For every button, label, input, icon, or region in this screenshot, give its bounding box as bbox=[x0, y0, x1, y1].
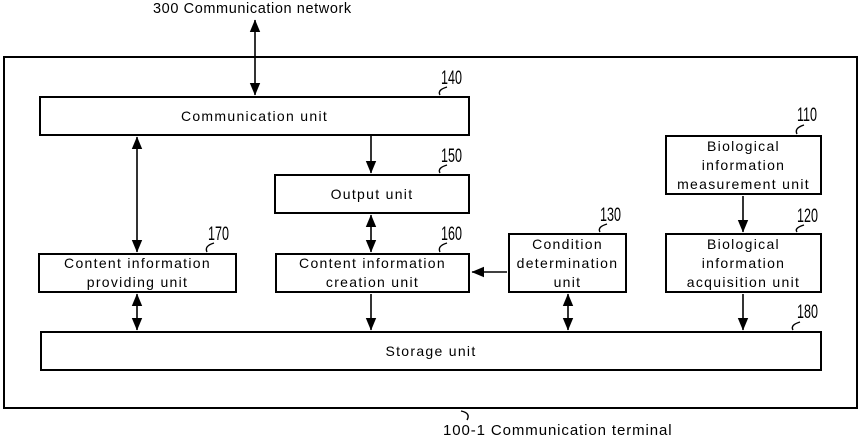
storage-unit-ref-number: 180 bbox=[797, 302, 818, 323]
content-information-providing-unit-box: Content information providing unit bbox=[38, 253, 237, 293]
biological-information-acquisition-unit-ref-number: 120 bbox=[797, 206, 818, 227]
content-information-creation-unit-label: Content information creation unit bbox=[299, 255, 446, 290]
condition-determination-unit-box: Condition determination unit bbox=[508, 233, 627, 293]
communication-unit-box: Communication unit bbox=[39, 96, 470, 136]
condition-determination-unit-label: Condition determination unit bbox=[516, 235, 619, 290]
biological-information-acquisition-unit-label: Biological information acquisition unit bbox=[686, 235, 801, 290]
leader-line-100-1 bbox=[460, 410, 469, 421]
communication-unit-label: Communication unit bbox=[180, 107, 329, 124]
biological-information-measurement-unit-ref-number: 110 bbox=[797, 105, 817, 126]
biological-information-acquisition-unit-box: Biological information acquisition unit bbox=[665, 233, 822, 293]
storage-unit-box: Storage unit bbox=[40, 331, 822, 371]
biological-information-measurement-unit-label: Biological information measurement unit bbox=[677, 137, 810, 192]
condition-determination-unit-ref-number: 130 bbox=[600, 205, 621, 226]
output-unit-box: Output unit bbox=[274, 174, 470, 214]
content-information-providing-unit-label: Content information providing unit bbox=[64, 255, 211, 290]
content-information-creation-unit-ref-number: 160 bbox=[441, 224, 462, 245]
communication-terminal-label: 100-1 Communication terminal bbox=[443, 422, 673, 439]
storage-unit-label: Storage unit bbox=[385, 342, 477, 359]
communication-network-label: 300 Communication network bbox=[153, 1, 352, 17]
communication-unit-ref-number: 140 bbox=[441, 68, 462, 89]
biological-information-measurement-unit-box: Biological information measurement unit bbox=[665, 135, 822, 195]
content-information-providing-unit-ref-number: 170 bbox=[208, 224, 229, 245]
output-unit-label: Output unit bbox=[330, 185, 414, 202]
content-information-creation-unit-box: Content information creation unit bbox=[275, 253, 470, 293]
output-unit-ref-number: 150 bbox=[441, 146, 462, 167]
